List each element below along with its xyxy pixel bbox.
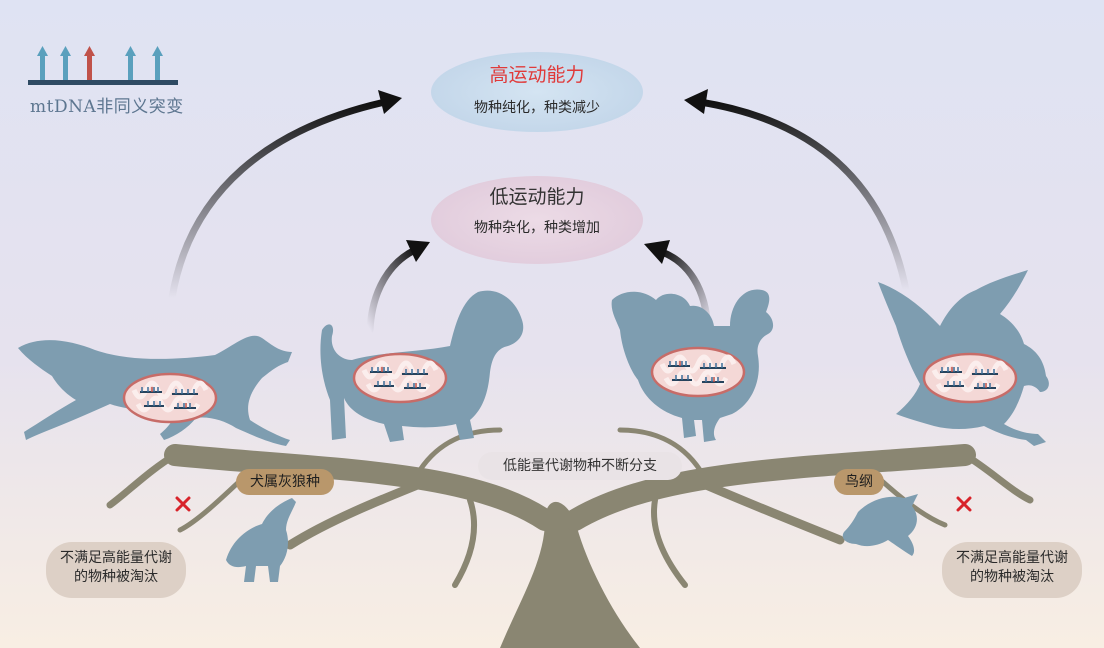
mitochondrion-dog xyxy=(354,354,446,402)
canid-label-tag xyxy=(236,469,334,495)
howling-wolf-icon xyxy=(226,498,296,582)
branching-label-tag xyxy=(478,452,682,480)
branching-label: 低能量代谢物种不断分支 xyxy=(503,458,657,474)
bird-label-tag xyxy=(834,469,884,495)
phylogenetic-tree xyxy=(106,427,1034,648)
eliminated-right-line1: 不满足高能量代谢 xyxy=(956,550,1068,566)
small-bird-icon xyxy=(842,494,918,556)
arrow-left-small xyxy=(366,240,430,334)
eliminated-right-tag xyxy=(942,542,1082,598)
legend-label: mtDNA非同义突变 xyxy=(30,97,184,117)
high-capacity-subtitle: 物种纯化，种类减少 xyxy=(474,100,600,116)
mitochondrion-rooster xyxy=(652,348,744,396)
eliminated-left-line1: 不满足高能量代谢 xyxy=(60,550,172,566)
cross-icon-left xyxy=(175,496,191,512)
eliminated-left-tag xyxy=(46,542,186,598)
eliminated-right-line2: 的物种被淘汰 xyxy=(970,569,1054,585)
low-capacity-title: 低运动能力 xyxy=(489,186,585,208)
mitochondrion-eagle xyxy=(924,354,1016,402)
high-capacity-ellipse xyxy=(431,52,643,132)
eliminated-label-left: 不满足高能量代谢 的物种被淘汰 xyxy=(46,549,186,587)
low-capacity-subtitle: 物种杂化，种类增加 xyxy=(474,220,600,236)
cross-icon-right xyxy=(956,496,972,512)
mitochondrion-wolf xyxy=(124,374,216,422)
eliminated-label-right: 不满足高能量代谢 的物种被淘汰 xyxy=(942,549,1082,587)
arrow-left-large xyxy=(168,90,402,302)
low-capacity-ellipse xyxy=(431,176,643,264)
canid-label: 犬属灰狼种 xyxy=(250,474,320,490)
eliminated-left-line2: 的物种被淘汰 xyxy=(74,569,158,585)
mtdna-mutation-icon xyxy=(28,46,178,85)
bird-label: 鸟纲 xyxy=(845,474,873,490)
high-capacity-title: 高运动能力 xyxy=(489,64,585,86)
arrow-right-large xyxy=(684,89,910,294)
